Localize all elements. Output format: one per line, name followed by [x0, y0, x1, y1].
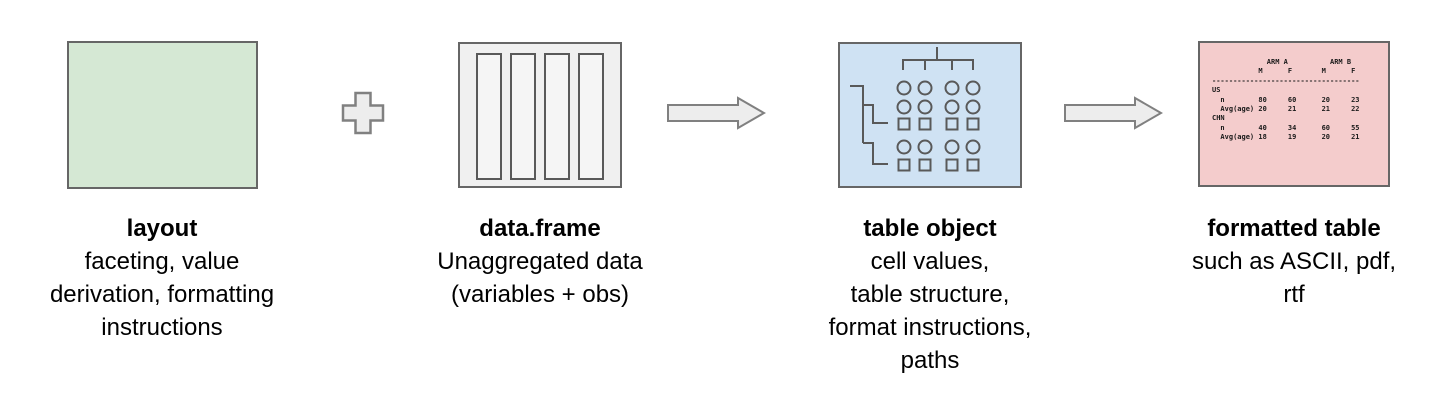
stage-description-line: derivation, formatting — [49, 281, 275, 308]
stage-heading: layout — [126, 215, 198, 242]
stage-heading: table object — [863, 215, 997, 242]
dataframe-icon — [458, 42, 622, 188]
stage-description-line: paths — [900, 347, 960, 374]
stage-description-line: cell values, — [870, 248, 990, 275]
plus-icon — [341, 91, 385, 135]
table-object-icon — [838, 42, 1022, 188]
arrow-right-icon — [1064, 96, 1164, 130]
dataframe-column-bar — [578, 53, 604, 180]
stage-description-line: faceting, value — [84, 248, 240, 275]
table-object-structure-graphic — [850, 47, 981, 172]
layout-box — [67, 41, 258, 189]
dataframe-column-bar — [510, 53, 536, 180]
ascii-table-preview: ARM A ARM B M F M F --------------------… — [1212, 58, 1360, 142]
stage-description-line: instructions — [101, 314, 223, 341]
stage-heading: formatted table — [1207, 215, 1381, 242]
dataframe-column-bar — [544, 53, 570, 180]
stage-description-line: table structure, — [850, 281, 1010, 308]
stage-label-formatted-table: formatted table such as ASCII, pdf, rtf — [1134, 212, 1445, 311]
stage-label-layout: layout faceting, value derivation, forma… — [12, 212, 312, 344]
stage-description-line: Unaggregated data — [437, 248, 643, 275]
stage-label-dataframe: data.frame Unaggregated data (variables … — [390, 212, 690, 311]
stage-label-table-object: table object cell values, table structur… — [770, 212, 1090, 377]
stage-description-line: rtf — [1283, 281, 1305, 308]
stage-description-line: format instructions, — [828, 314, 1032, 341]
dataframe-column-bar — [476, 53, 502, 180]
stage-description-line: (variables + obs) — [450, 281, 630, 308]
arrow-right-icon — [667, 96, 767, 130]
stage-description-line: such as ASCII, pdf, — [1191, 248, 1397, 275]
stage-heading: data.frame — [479, 215, 601, 242]
formatted-table-icon: ARM A ARM B M F M F --------------------… — [1198, 41, 1390, 187]
